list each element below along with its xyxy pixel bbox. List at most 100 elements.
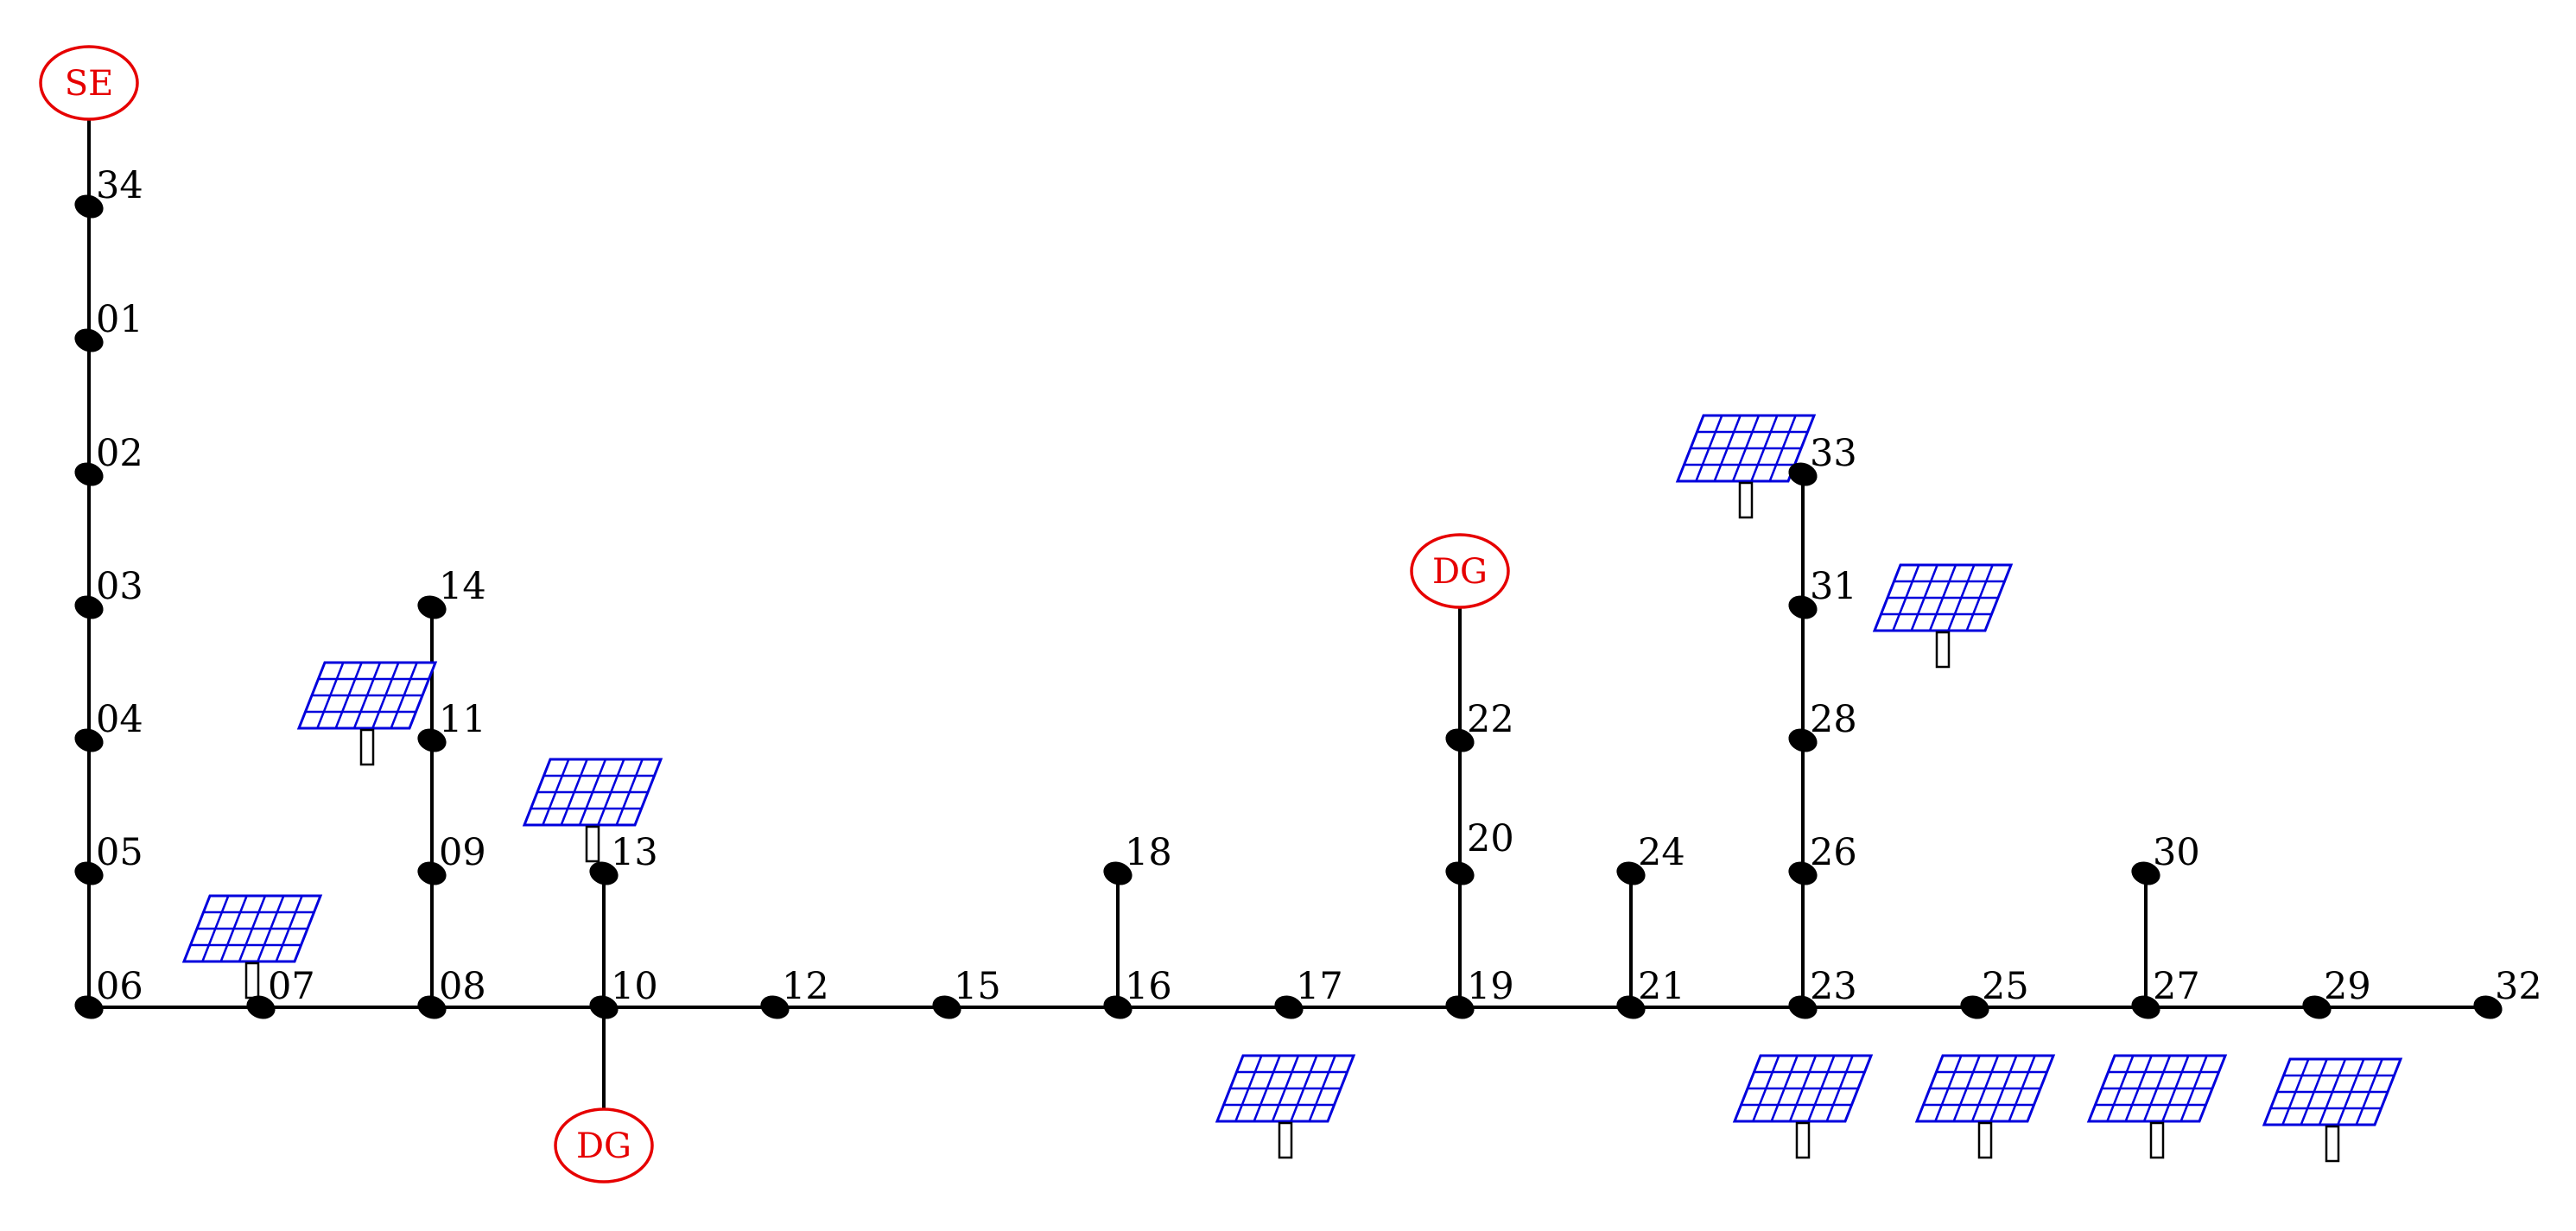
bus-19: 19	[1445, 965, 1514, 1019]
bus-12: 12	[760, 965, 829, 1019]
dg-top-source: DG	[1410, 533, 1510, 609]
sources-layer: SE DG DG	[39, 45, 1510, 1183]
bus-06: 06	[74, 965, 143, 1019]
dg-bottom-source: DG	[554, 1107, 654, 1183]
bus-node-icon	[74, 595, 104, 619]
bus-node-icon	[2131, 995, 2160, 1019]
bus-label: 15	[954, 965, 1001, 1008]
solar-panel-stand	[1795, 1121, 1811, 1159]
bus-14: 14	[417, 565, 486, 619]
generator-circle-icon	[1410, 533, 1510, 609]
bus-21: 21	[1616, 965, 1685, 1019]
solar-panel-stand	[359, 728, 375, 766]
bus-label: 14	[439, 565, 486, 608]
bus-34: 34	[74, 164, 143, 219]
bus-node-icon	[1445, 861, 1475, 885]
bus-node-icon	[1274, 995, 1304, 1019]
bus-15: 15	[932, 965, 1001, 1019]
bus-label: 18	[1125, 831, 1172, 874]
bus-23: 23	[1788, 965, 1857, 1019]
bus-label: 30	[2153, 831, 2200, 874]
buses-layer: 34 01 02 03 04 05 06 07 08 09 11 14 10 13 12 15 16 18 17 19…	[74, 164, 2542, 1019]
solar-panel-icon	[522, 758, 663, 863]
bus-node-icon	[417, 995, 447, 1019]
bus-24: 24	[1616, 831, 1685, 885]
bus-label: 02	[96, 432, 143, 475]
solar-panel-stand	[2325, 1125, 2340, 1163]
bus-label: 29	[2324, 965, 2371, 1008]
bus-label: 05	[96, 831, 143, 874]
bus-32: 32	[2473, 965, 2542, 1019]
lines-layer	[87, 83, 2488, 1145]
bus-label: 34	[96, 164, 143, 207]
bus-label: 16	[1125, 965, 1172, 1008]
pv-panels-layer	[181, 414, 2403, 1163]
bus-node-icon	[74, 861, 104, 885]
se-source: SE	[39, 45, 139, 121]
bus-05: 05	[74, 831, 143, 885]
bus-node-icon	[2473, 995, 2503, 1019]
solar-panel-icon	[1732, 1054, 1874, 1159]
solar-panel-stand	[1738, 481, 1754, 519]
bus-22: 22	[1445, 698, 1514, 752]
bus-node-icon	[74, 462, 104, 486]
bus-08: 08	[417, 965, 486, 1019]
bus-29: 29	[2302, 965, 2371, 1019]
bus-label: 17	[1296, 965, 1343, 1008]
bus-node-icon	[1616, 995, 1646, 1019]
bus-31: 31	[1788, 565, 1857, 619]
bus-node-icon	[74, 194, 104, 219]
bus-27: 27	[2131, 965, 2200, 1019]
bus-33: 33	[1788, 432, 1857, 486]
solar-panel-icon	[1914, 1054, 2056, 1159]
bus-node-icon	[1960, 995, 1989, 1019]
bus-node-icon	[74, 995, 104, 1019]
generator-circle-icon	[554, 1107, 654, 1183]
bus-26: 26	[1788, 831, 1857, 885]
source-label: SE	[65, 64, 114, 104]
source-label: DG	[576, 1126, 631, 1166]
bus-label: 09	[439, 831, 486, 874]
bus-16: 16	[1103, 965, 1172, 1019]
bus-node-icon	[1445, 995, 1475, 1019]
bus-label: 32	[2495, 965, 2542, 1008]
bus-04: 04	[74, 698, 143, 752]
bus-node-icon	[1103, 861, 1133, 885]
substation-circle-icon	[39, 45, 139, 121]
solar-panel-icon	[296, 661, 438, 766]
bus-label: 13	[611, 831, 658, 874]
solar-panel-icon	[181, 894, 323, 999]
bus-label: 04	[96, 698, 143, 741]
bus-28: 28	[1788, 698, 1857, 752]
bus-09: 09	[417, 831, 486, 885]
bus-label: 19	[1467, 965, 1514, 1008]
bus-node-icon	[246, 995, 276, 1019]
bus-label: 10	[611, 965, 658, 1008]
solar-panel-icon	[2262, 1057, 2403, 1163]
bus-13: 13	[589, 831, 658, 885]
bus-label: 25	[1982, 965, 2029, 1008]
bus-20: 20	[1445, 817, 1514, 885]
bus-label: 11	[439, 698, 486, 741]
bus-label: 03	[96, 565, 143, 608]
solar-panel-icon	[1215, 1054, 1356, 1159]
bus-label: 06	[96, 965, 143, 1008]
bus-11: 11	[417, 698, 486, 752]
solar-panel-stand	[1935, 631, 1951, 669]
bus-node-icon	[1788, 995, 1818, 1019]
bus-03: 03	[74, 565, 143, 619]
bus-01: 01	[74, 298, 143, 352]
bus-label: 31	[1810, 565, 1857, 608]
bus-label: 20	[1467, 817, 1514, 860]
bus-07: 07	[246, 965, 315, 1019]
solar-panel-stand	[2149, 1121, 2165, 1159]
bus-node-icon	[589, 861, 619, 885]
solar-panel-stand	[1977, 1121, 1993, 1159]
bus-25: 25	[1960, 965, 2029, 1019]
bus-node-icon	[1616, 861, 1646, 885]
bus-label: 23	[1810, 965, 1857, 1008]
bus-node-icon	[417, 595, 447, 619]
bus-node-icon	[74, 328, 104, 352]
solar-panel-icon	[2086, 1054, 2228, 1159]
bus-18: 18	[1103, 831, 1172, 885]
